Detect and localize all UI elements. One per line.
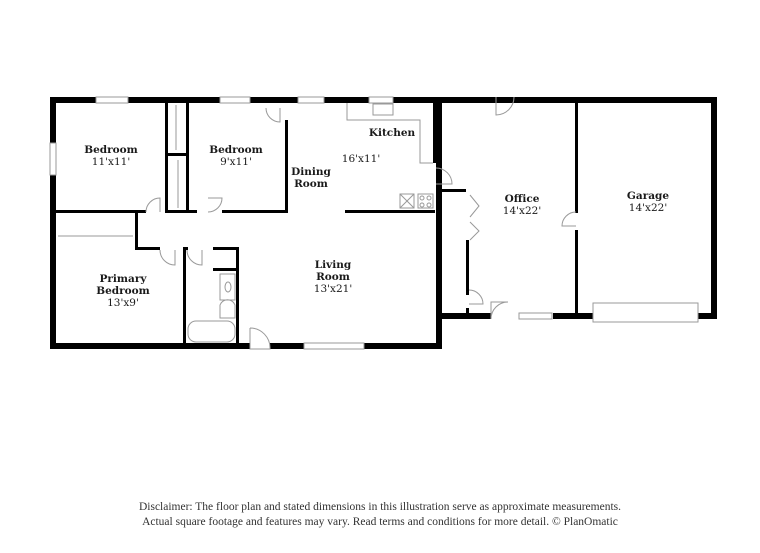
fixtures xyxy=(187,103,434,343)
room-dimensions: 16'x11' xyxy=(341,153,381,165)
doors xyxy=(58,96,577,350)
room-dimensions: 14'x22' xyxy=(628,202,668,214)
windows xyxy=(49,96,699,350)
room-name: Kitchen xyxy=(368,127,416,139)
window-bedroom2 xyxy=(219,96,251,104)
window-kitchen xyxy=(368,96,394,104)
room-primary-bedroom: Primary Bedroom 13'x9' xyxy=(96,273,150,309)
room-name: Office xyxy=(504,193,540,205)
interior-walls xyxy=(56,103,578,346)
room-dimensions: 13'x9' xyxy=(107,297,139,309)
room-kitchen-dims: 16'x11' xyxy=(342,153,380,165)
room-dimensions: 9'x11' xyxy=(220,156,252,168)
room-name-line1: Primary xyxy=(99,273,147,285)
room-name-line2: Room xyxy=(294,178,328,190)
room-living: Living Room 13'x21' xyxy=(314,259,352,295)
window-dining xyxy=(297,96,325,104)
room-name: Garage xyxy=(626,190,670,202)
room-kitchen-label: Kitchen xyxy=(369,127,415,139)
sink-icon xyxy=(372,103,394,116)
disclaimer: Disclaimer: The floor plan and stated di… xyxy=(0,500,760,530)
room-name-line1: Living xyxy=(314,259,352,271)
garage-door xyxy=(592,302,699,323)
room-garage: Garage 14'x22' xyxy=(627,190,669,214)
room-name: Bedroom xyxy=(84,144,138,156)
room-name-line1: Dining xyxy=(291,166,331,178)
window-bedroom1-top xyxy=(95,96,129,104)
bathtub-icon xyxy=(187,320,236,343)
dishwasher-icon xyxy=(399,193,415,209)
stove-icon xyxy=(417,193,434,209)
room-office: Office 14'x22' xyxy=(503,193,541,217)
room-bedroom-1: Bedroom 11'x11' xyxy=(84,144,138,168)
room-name-line2: Room xyxy=(316,271,350,283)
disclaimer-line-1: Disclaimer: The floor plan and stated di… xyxy=(138,501,622,513)
room-dimensions: 14'x22' xyxy=(502,205,542,217)
toilet-icon xyxy=(219,299,236,319)
room-dimensions: 13'x21' xyxy=(313,283,353,295)
vanity-sink-icon xyxy=(219,273,236,301)
window-living xyxy=(303,342,365,350)
window-bedroom1-side xyxy=(49,142,57,176)
room-dimensions: 11'x11' xyxy=(91,156,131,168)
room-dining: Dining Room xyxy=(291,166,331,190)
room-name-line2: Bedroom xyxy=(96,285,150,297)
room-bedroom-2: Bedroom 9'x11' xyxy=(209,144,263,168)
disclaimer-line-2: Actual square footage and features may v… xyxy=(142,516,618,528)
window-office xyxy=(518,312,553,320)
room-name: Bedroom xyxy=(209,144,263,156)
